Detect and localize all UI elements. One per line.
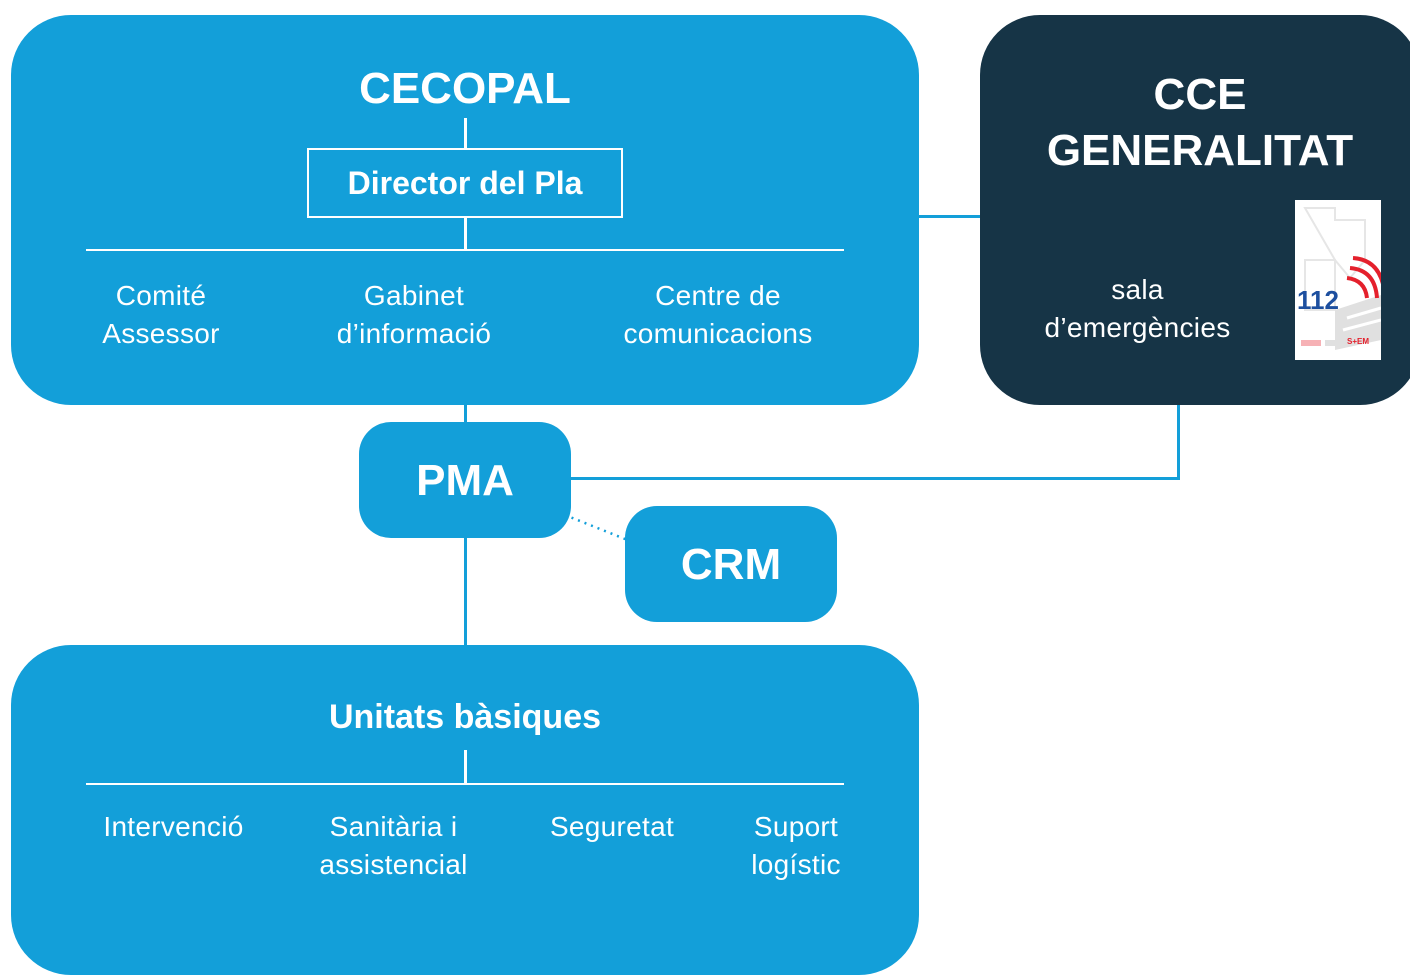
cecopal-item-gabinet: Gabinet d’informació: [336, 280, 492, 349]
unitats-item-intervencio: Intervenció: [103, 811, 244, 842]
connector-pma-cce-vertical: [1177, 400, 1180, 480]
connector-pma-unitats: [464, 530, 467, 650]
director-box: Director del Pla: [307, 148, 623, 218]
cecopal-title: CECOPAL: [359, 64, 571, 113]
director-connector: [464, 218, 467, 250]
connector-pma-crm-dotted: [564, 513, 631, 543]
cecopal-box: CECOPAL Director del Pla Comité Assessor…: [11, 15, 919, 405]
pma-label: PMA: [416, 456, 514, 505]
connector-cecopal-cce: [915, 215, 985, 218]
logo-sem-text: S+EM: [1347, 337, 1370, 346]
sala-emergencies-label: sala d’emergències: [1044, 274, 1231, 343]
unitats-divider: [86, 783, 844, 785]
unitats-box: Unitats bàsiques Intervenció Sanitària i…: [11, 645, 919, 975]
unitats-item-seguretat: Seguretat: [549, 811, 675, 842]
pma-box: PMA: [359, 422, 571, 538]
logo-112-text: 112: [1297, 285, 1339, 315]
cce-box: CCE GENERALITAT sala d’emergències 112 S…: [980, 15, 1410, 405]
unitats-item-sanitaria: Sanitària i assistencial: [319, 811, 468, 880]
director-label: Director del Pla: [347, 165, 583, 201]
unitats-title-connector: [464, 750, 467, 785]
crm-label: CRM: [680, 540, 782, 589]
112-emergency-logo-icon: 112 S+EM: [1295, 200, 1387, 360]
cecopal-divider: [86, 249, 844, 251]
cecopal-item-centre: Centre de comunicacions: [623, 280, 813, 349]
unitats-title: Unitats bàsiques: [328, 698, 602, 736]
crm-box: CRM: [625, 506, 837, 622]
cce-title: CCE GENERALITAT: [1046, 70, 1354, 175]
cecopal-title-connector: [464, 118, 467, 150]
unitats-item-suport: Suport logístic: [751, 811, 841, 880]
connector-pma-cce-horizontal: [565, 477, 1180, 480]
connector-cecopal-pma: [464, 400, 467, 430]
cecopal-item-comite: Comité Assessor: [102, 280, 220, 349]
